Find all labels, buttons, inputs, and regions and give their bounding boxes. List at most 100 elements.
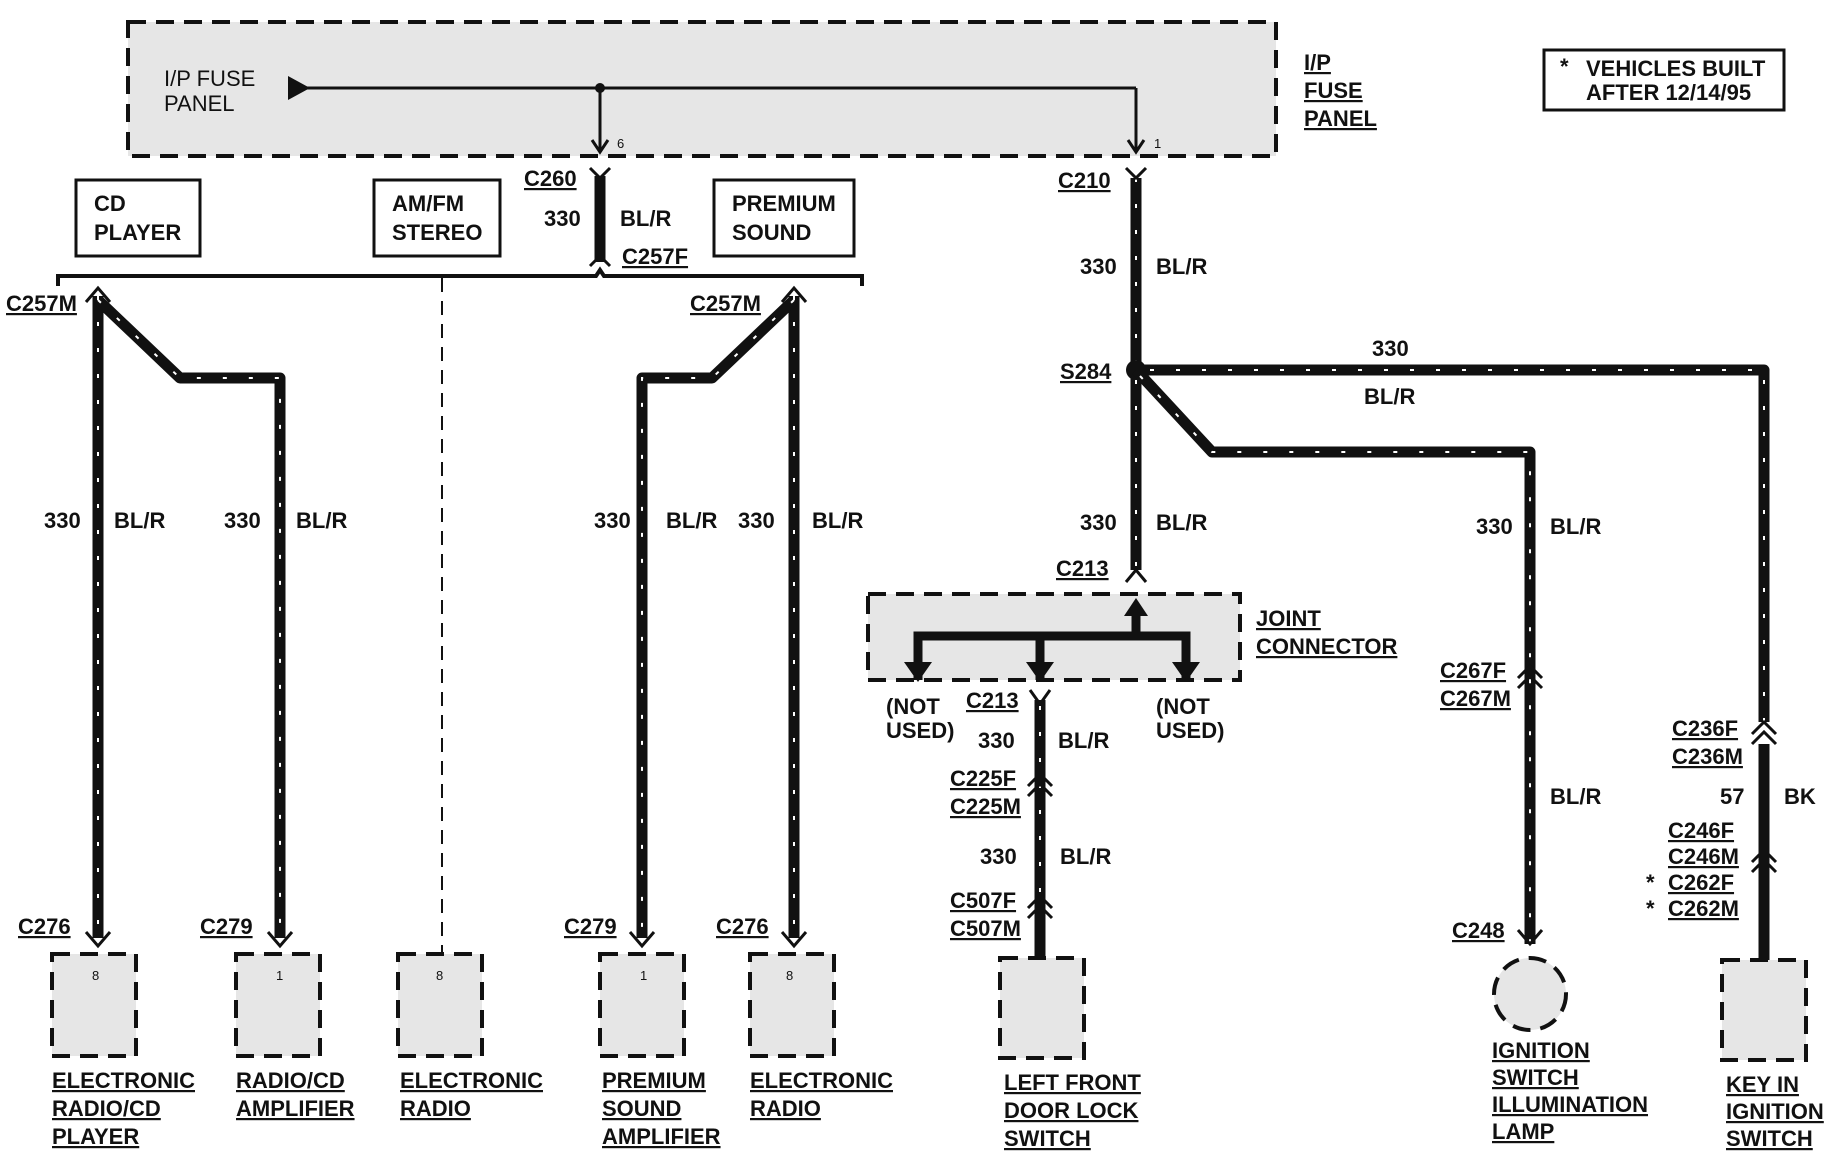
joint-up-arrow	[1124, 598, 1148, 616]
c262f-asterisk: *	[1646, 870, 1655, 895]
c236m-label: C236M	[1672, 744, 1743, 769]
lamp-lower-color: BL/R	[1550, 784, 1601, 809]
c260-circuit: 330	[544, 206, 581, 231]
erad-cd-pin: 8	[92, 968, 99, 983]
erad-cd-box	[50, 952, 138, 1058]
premium-sound-box	[712, 178, 856, 258]
c262m-asterisk: *	[1646, 896, 1655, 921]
joint-label-2: CONNECTOR	[1256, 634, 1397, 659]
c225-conn-a	[1026, 771, 1054, 788]
c260-top-conn	[588, 166, 612, 181]
c279-right-conn	[628, 931, 656, 949]
erad-1-box	[396, 952, 484, 1058]
c213-top-label: C213	[1056, 556, 1109, 581]
wire-cd-branch-stripe	[97, 299, 281, 938]
joint-arrow-right	[1172, 662, 1200, 682]
c260-label: C260	[524, 166, 577, 191]
note-asterisk: *	[1560, 54, 1569, 79]
ign-lamp-name-2: SWITCH	[1492, 1065, 1579, 1090]
door-wire-color-2: BL/R	[1060, 844, 1111, 869]
prem-amp-name-2: SOUND	[602, 1096, 681, 1121]
fuse-panel-label-2: PANEL	[164, 91, 235, 116]
c276-left-conn	[84, 931, 112, 949]
c267-conn-b	[1516, 673, 1544, 690]
wire-cd-branch	[94, 296, 286, 938]
erad-1-name-1: ELECTRONIC	[400, 1068, 543, 1093]
joint-bus	[913, 631, 1191, 680]
amfm-label-1: AM/FM	[392, 191, 464, 216]
erad-cd-name-1: ELECTRONIC	[52, 1068, 195, 1093]
cd-player-label-1: CD	[94, 191, 126, 216]
c267f-label: C267F	[1440, 658, 1506, 683]
c225-conn-b	[1026, 781, 1054, 798]
amp-wire-color: BL/R	[296, 508, 347, 533]
not-used-left-2: USED)	[886, 718, 954, 743]
prem-amp-name-1: PREMIUM	[602, 1068, 706, 1093]
erad-1-pin: 8	[436, 968, 443, 983]
amp-cd-name-1: RADIO/CD	[236, 1068, 345, 1093]
erad-2-name-2: RADIO	[750, 1096, 821, 1121]
joint-arrow-left	[904, 662, 932, 682]
door-lock-name-1: LEFT FRONT	[1004, 1070, 1141, 1095]
erad-cd-name-2: RADIO/CD	[52, 1096, 161, 1121]
fuse-feed-arrow	[288, 76, 310, 100]
ign-lamp-name-3: ILLUMINATION	[1492, 1092, 1648, 1117]
wire-to-lamp-stripe	[1139, 375, 1531, 944]
c276-left-label: C276	[18, 914, 71, 939]
c267-conn-a	[1516, 663, 1544, 680]
c236f-label: C236F	[1672, 716, 1738, 741]
amp-wire-circuit: 330	[224, 508, 261, 533]
s284-label: S284	[1060, 359, 1112, 384]
door-lock-name-2: DOOR LOCK	[1004, 1098, 1139, 1123]
amp-cd-box	[234, 952, 322, 1058]
c279-right-label: C279	[564, 914, 617, 939]
amfm-label-2: STEREO	[392, 220, 482, 245]
fuse-side-label-2: FUSE	[1304, 78, 1363, 103]
c213-bottom-label: C213	[966, 688, 1019, 713]
bk-color: BK	[1784, 784, 1816, 809]
not-used-left-1: (NOT	[886, 694, 940, 719]
cd-wire-circuit: 330	[44, 508, 81, 533]
c279-left-label: C279	[200, 914, 253, 939]
not-used-right-2: USED)	[1156, 718, 1224, 743]
joint-arrow-mid	[1026, 662, 1054, 682]
door-lock-name-3: SWITCH	[1004, 1126, 1091, 1151]
key-in-name-1: KEY IN	[1726, 1072, 1799, 1097]
wire-prem-branch	[636, 296, 798, 938]
c276-right-conn	[780, 931, 808, 949]
c262f-label: C262F	[1668, 870, 1734, 895]
fuse-side-label-3: PANEL	[1304, 106, 1377, 131]
erad-2-name-1: ELECTRONIC	[750, 1068, 893, 1093]
c257m-right-label: C257M	[690, 291, 761, 316]
c257m-left-label: C257M	[6, 291, 77, 316]
key-in-name-2: IGNITION	[1726, 1099, 1824, 1124]
c236-conn-b	[1750, 729, 1778, 746]
prem-amp-wire-circuit: 330	[594, 508, 631, 533]
c507-conn-b	[1026, 903, 1054, 920]
c248-label: C248	[1452, 918, 1505, 943]
prem-amp-box	[598, 952, 686, 1058]
erad-cd-name-3: PLAYER	[52, 1124, 139, 1149]
door-wire-color-1: BL/R	[1058, 728, 1109, 753]
note-box	[1542, 48, 1786, 112]
c246m-label: C246M	[1668, 844, 1739, 869]
prem-amp-name-3: AMPLIFIER	[602, 1124, 721, 1149]
c210-circuit: 330	[1080, 254, 1117, 279]
key-in-name-3: SWITCH	[1726, 1126, 1813, 1151]
c225f-label: C225F	[950, 766, 1016, 791]
key-wire-color: BL/R	[1364, 384, 1415, 409]
c246-conn-a	[1750, 847, 1778, 864]
c210-label: C210	[1058, 168, 1111, 193]
c279-left-conn	[266, 931, 294, 949]
s284-c213-color: BL/R	[1156, 510, 1207, 535]
erad-2-box	[748, 952, 836, 1058]
joint-label-1: JOINT	[1256, 606, 1321, 631]
ign-lamp-circle	[1492, 956, 1568, 1032]
c213-top-conn	[1124, 567, 1148, 583]
lamp-wire-color: BL/R	[1550, 514, 1601, 539]
fuse-side-label-1: I/P	[1304, 50, 1331, 75]
door-wire-circuit-2: 330	[980, 844, 1017, 869]
amfm-stereo-box	[372, 178, 502, 258]
c507m-label: C507M	[950, 916, 1021, 941]
